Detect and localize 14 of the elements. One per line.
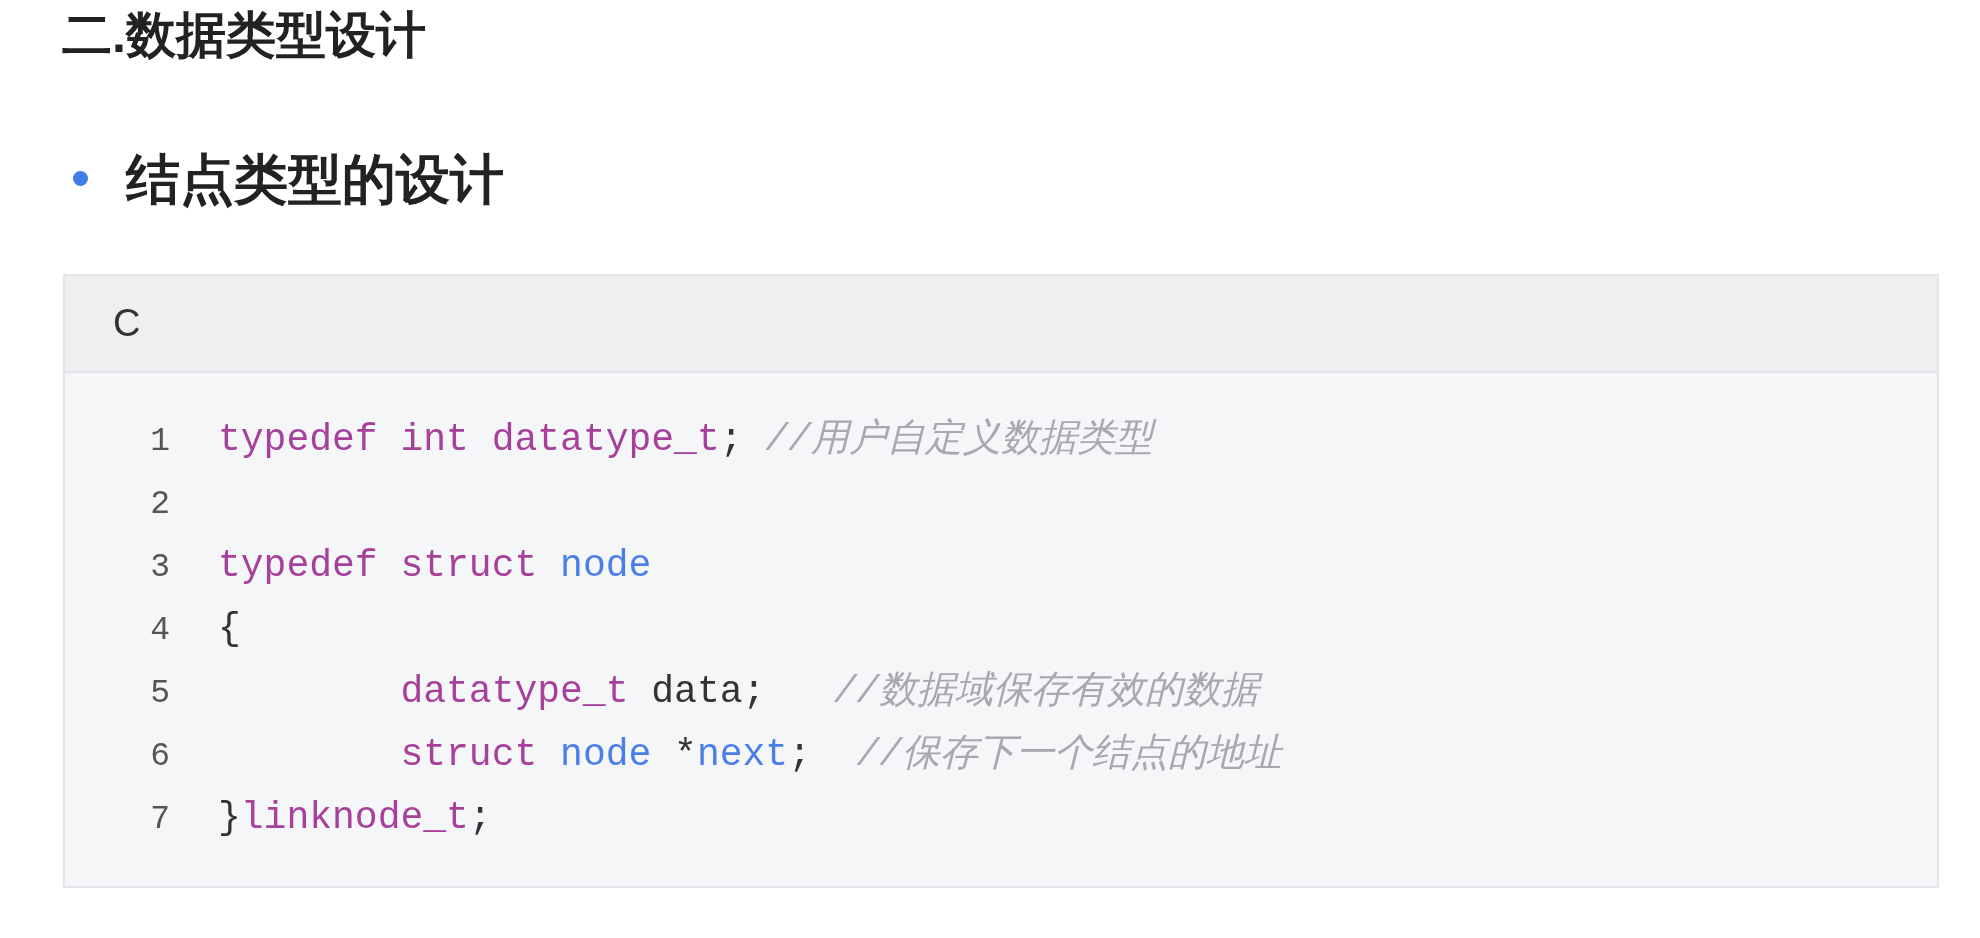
code-line: }linknode_t; — [218, 796, 492, 840]
line-number: 5 — [149, 674, 170, 714]
code-line: { — [218, 607, 241, 651]
section-heading: 结点类型的设计 — [126, 148, 504, 211]
line-number: 4 — [149, 611, 170, 651]
line-number: 6 — [149, 737, 170, 777]
line-number: 7 — [149, 800, 170, 840]
page-title: 二.数据类型设计 — [62, 6, 426, 65]
language-label: C — [113, 302, 141, 345]
code-line: typedef struct node — [218, 544, 652, 588]
line-number: 2 — [149, 485, 170, 525]
line-number: 1 — [149, 422, 170, 462]
line-number: 3 — [149, 548, 170, 588]
code-line: struct node *next; //保存下一个结点的地址 — [399, 733, 1283, 777]
